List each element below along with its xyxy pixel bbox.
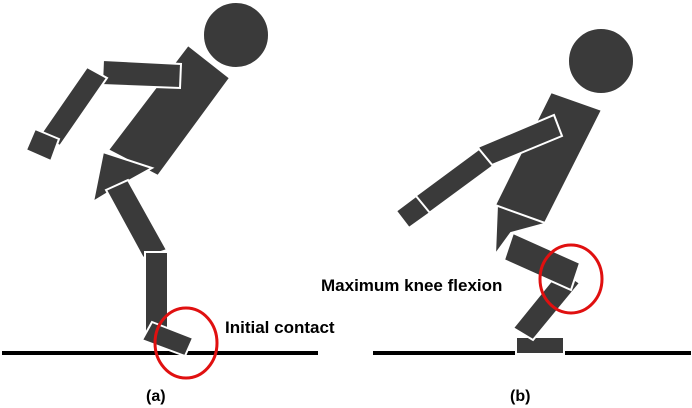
trunk-b (493, 90, 604, 225)
annotation-a: Initial contact (225, 318, 335, 337)
upper-arm-a (100, 58, 183, 90)
panel-b: Maximum knee flexion (b) (321, 27, 691, 405)
thigh-a (104, 178, 169, 260)
hand-a (24, 127, 61, 163)
foot-b (515, 336, 565, 355)
head-a (202, 1, 270, 69)
forearm-a (38, 65, 109, 148)
trunk-a (106, 43, 232, 178)
ground-line-a (2, 351, 318, 355)
head-b (567, 27, 635, 95)
thigh-b (502, 231, 582, 292)
hand-b (394, 194, 432, 230)
highlight-circle-a (153, 306, 219, 380)
highlight-circle-b (538, 243, 604, 315)
annotation-b: Maximum knee flexion (321, 276, 502, 295)
caption-b: (b) (510, 388, 530, 405)
caption-a: (a) (146, 388, 166, 405)
figure-a (24, 1, 270, 358)
foot-a (140, 320, 195, 358)
figure-b (394, 27, 635, 355)
panel-a: Initial contact (a) (2, 1, 335, 405)
